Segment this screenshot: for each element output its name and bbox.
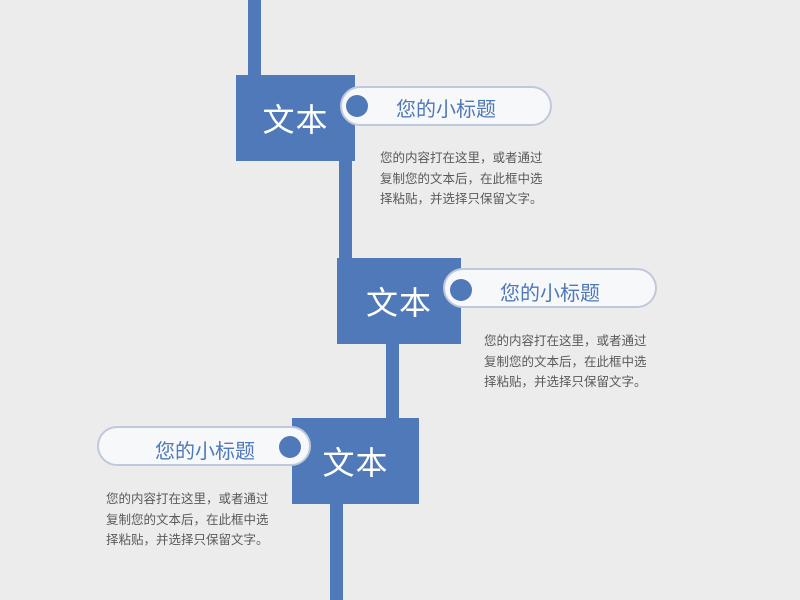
timeline-connector	[386, 340, 399, 422]
subtitle-pill-3	[97, 426, 311, 466]
subtitle-3: 您的小标题	[155, 439, 255, 463]
description-3: 您的内容打在这里，或者通过复制您的文本后，在此框中选择粘贴，并选择只保留文字。	[106, 491, 269, 547]
timeline-box-3: 文本	[292, 418, 419, 504]
bullet-dot-icon	[346, 95, 368, 117]
timeline-connector	[248, 0, 261, 80]
timeline-connector	[330, 500, 343, 600]
subtitle-pill-2	[443, 268, 657, 308]
subtitle-pill-1	[340, 86, 552, 126]
timeline-box-1: 文本	[236, 75, 355, 161]
subtitle-1: 您的小标题	[396, 97, 496, 121]
bullet-dot-icon	[450, 279, 472, 301]
description-2: 您的内容打在这里，或者通过复制您的文本后，在此框中选择粘贴，并选择只保留文字。	[484, 333, 647, 389]
subtitle-2: 您的小标题	[500, 281, 600, 305]
timeline-box-2: 文本	[337, 258, 461, 344]
description-1: 您的内容打在这里，或者通过复制您的文本后，在此框中选择粘贴，并选择只保留文字。	[380, 150, 543, 206]
timeline-connector	[339, 158, 352, 262]
bullet-dot-icon	[279, 436, 301, 458]
